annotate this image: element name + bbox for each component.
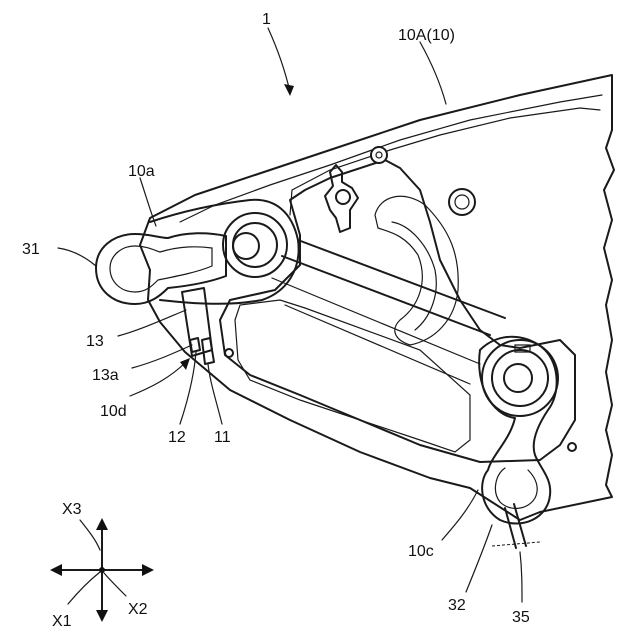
leader-31 xyxy=(58,248,96,266)
axis-label-x1: X1 xyxy=(52,613,72,630)
label-10d: 10d xyxy=(100,403,127,420)
axis-arrow-down xyxy=(96,610,108,622)
axis-arrow-up xyxy=(96,518,108,530)
pin-small-2 xyxy=(568,443,576,451)
inner-cutout xyxy=(235,300,470,452)
axis-arrow-right xyxy=(142,564,154,576)
leader-35 xyxy=(520,552,522,602)
bolt-top xyxy=(371,147,387,163)
slider-13 xyxy=(182,288,212,356)
axis-leader-x2 xyxy=(104,573,126,596)
label-13a: 13a xyxy=(92,367,119,384)
arrow-1 xyxy=(284,84,294,96)
lever-32-inner xyxy=(495,468,537,508)
pin-small-1 xyxy=(225,349,233,357)
label-10a: 10a xyxy=(128,163,155,180)
leader-10d xyxy=(130,362,186,396)
pivot-left-center xyxy=(233,233,259,259)
label-12: 12 xyxy=(168,429,186,446)
axis-label-x3: X3 xyxy=(62,501,82,518)
lever-31-inner xyxy=(110,246,212,292)
link-bar-lower xyxy=(272,278,480,384)
label-13: 13 xyxy=(86,333,104,350)
label-1: 1 xyxy=(262,11,271,28)
label-31: 31 xyxy=(22,241,40,258)
latch-hole xyxy=(336,190,350,204)
housing-outline xyxy=(140,75,614,520)
label-10c: 10c xyxy=(408,543,434,560)
boss-right xyxy=(449,189,475,215)
leader-10a xyxy=(140,178,156,226)
arrow-10d xyxy=(180,358,190,370)
cable-35 xyxy=(505,504,526,548)
label-10A: 10A(10) xyxy=(398,27,455,44)
axis-arrow-left xyxy=(50,564,62,576)
curved-recess-inner xyxy=(392,222,436,330)
pivot-right-center xyxy=(504,364,532,392)
axis-leader-x3 xyxy=(80,520,100,550)
link-bar xyxy=(282,240,505,335)
pivot-left-mid xyxy=(233,223,277,267)
label-11: 11 xyxy=(214,429,231,446)
leader-10c xyxy=(442,490,478,540)
axis-label-x2: X2 xyxy=(128,601,148,618)
latch-part xyxy=(325,165,358,232)
pivot-right-mid xyxy=(492,350,548,406)
leader-32 xyxy=(466,525,492,592)
label-32: 32 xyxy=(448,597,466,614)
leader-13 xyxy=(118,310,186,336)
leader-10A xyxy=(420,42,446,104)
leader-1 xyxy=(268,28,290,92)
label-35: 35 xyxy=(512,609,530,626)
boss-right-inner xyxy=(455,195,469,209)
axis-leader-x1 xyxy=(68,572,100,604)
